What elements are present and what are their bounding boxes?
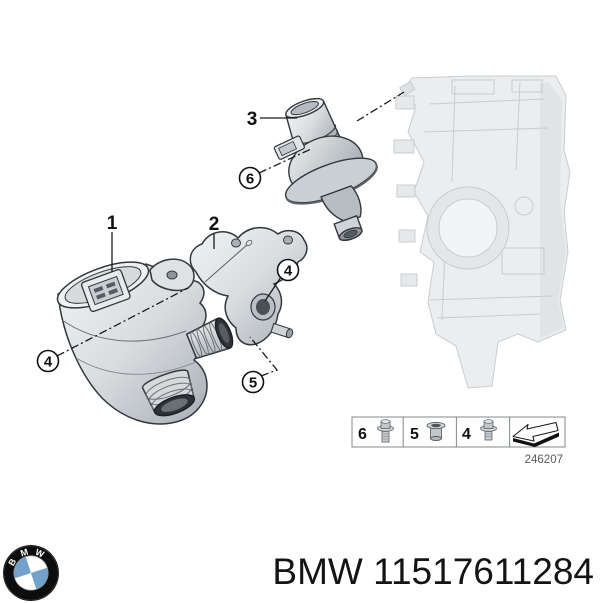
leader-line-6 (258, 148, 312, 174)
callout-label-5: 5 (249, 375, 257, 392)
logo-quadrant-blue-nw (13, 556, 31, 579)
pump-connector (80, 268, 131, 313)
part-caption: BMW 11517611284 (272, 552, 594, 592)
pump-bottom-snout (141, 369, 196, 417)
leader-line-4-right (264, 276, 282, 302)
callout-label-1: 1 (107, 213, 118, 234)
water-pump-illustration (56, 258, 234, 425)
callout-label-6: 6 (246, 171, 254, 188)
sleeve-bushing-icon (426, 421, 446, 441)
legend-label-4: 4 (462, 426, 471, 443)
engine-block-illustration (393, 75, 571, 389)
flange-bolt-long-icon (377, 419, 394, 443)
part-number: 11517611284 (373, 551, 594, 592)
parts-diagram: 1 2 3 6 4 4 5 6 5 4 (36, 75, 571, 466)
callout-label-4-left: 4 (44, 354, 53, 371)
bmw-logo: B M W (3, 545, 59, 601)
legend-label-5: 5 (410, 426, 419, 443)
brand-name: BMW (272, 551, 363, 592)
callout-circle-4-right: 4 (276, 258, 300, 282)
logo-letter-b: B (6, 556, 18, 567)
callout-circle-6: 6 (238, 166, 262, 190)
direction-arrow-icon (512, 421, 559, 447)
leader-line-6-to-block (356, 91, 405, 122)
thermostat-connector (273, 135, 305, 160)
logo-quadrant-blue-se (31, 567, 49, 590)
thermostat-illustration (284, 97, 378, 241)
callout-circle-5: 5 (241, 370, 265, 394)
logo-letter-m: M (19, 547, 29, 559)
legend-box: 6 5 4 (351, 416, 566, 448)
callout-label-2: 2 (209, 214, 220, 235)
mounting-bracket-illustration (189, 226, 308, 346)
callout-circle-4-left: 4 (36, 349, 60, 373)
pump-hose-fitting (185, 317, 234, 360)
callout-label-4-right: 4 (284, 263, 293, 280)
callout-label-3: 3 (247, 109, 258, 130)
leader-line-5 (249, 336, 279, 377)
legend-label-6: 6 (358, 426, 367, 443)
diagram-number: 246207 (525, 454, 563, 466)
flange-bolt-short-icon (480, 419, 497, 441)
